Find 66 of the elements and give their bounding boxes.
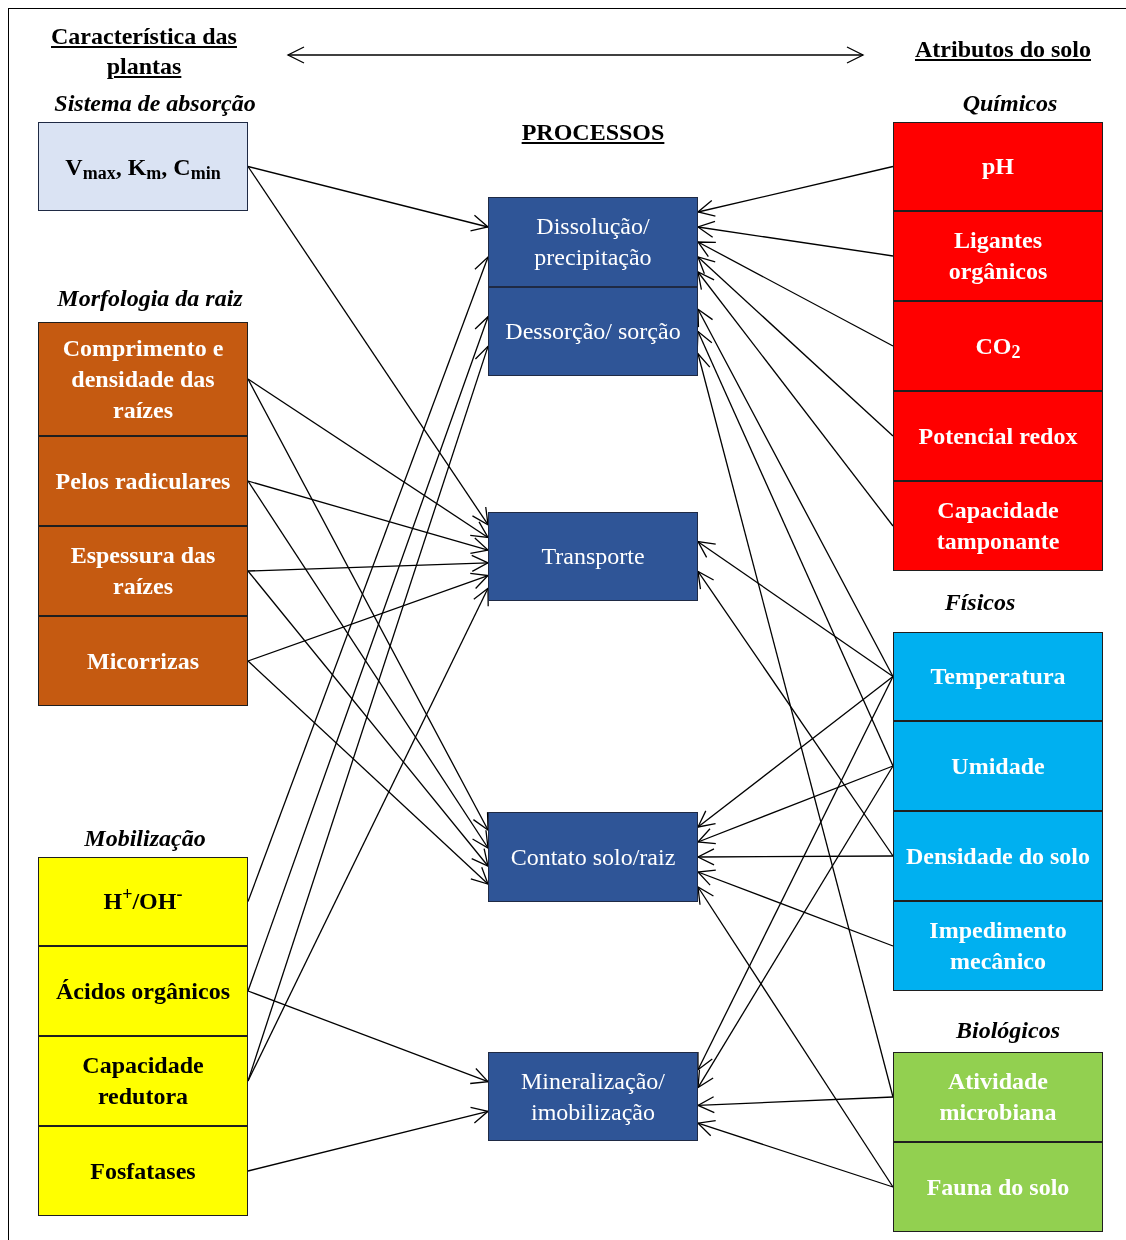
arrow <box>247 990 489 1085</box>
attribute-box: Ligantes orgânicos <box>893 211 1103 301</box>
process-box: Mineralização/ imobilização <box>488 1052 698 1141</box>
arrow <box>697 675 894 1071</box>
arrow <box>287 46 864 64</box>
process-box: Transporte <box>488 512 698 601</box>
attribute-box: Temperatura <box>893 632 1103 721</box>
arrow <box>247 480 489 555</box>
arrow <box>697 165 894 217</box>
attribute-box: Impedimento mecânico <box>893 901 1103 991</box>
group-heading: Mobilização <box>84 824 206 853</box>
attribute-box: Fauna do solo <box>893 1142 1103 1232</box>
arrow <box>247 165 489 526</box>
arrow <box>697 308 894 678</box>
arrow <box>247 378 489 539</box>
arrow <box>697 1119 894 1188</box>
arrow <box>697 869 894 947</box>
arrow <box>247 660 489 885</box>
attribute-box: Potencial redox <box>893 391 1103 481</box>
attribute-box: Capacidade tamponante <box>893 481 1103 571</box>
arrow <box>247 587 489 1082</box>
group-heading: PROCESSOS <box>521 118 665 147</box>
arrow <box>697 570 894 857</box>
arrow <box>697 886 894 1188</box>
arrow <box>697 541 894 678</box>
arrow <box>697 675 894 828</box>
process-box: Contato solo/raiz <box>488 812 698 902</box>
attribute-box: CO$_{2}$ <box>893 301 1103 391</box>
arrow <box>247 554 489 573</box>
arrow <box>697 241 894 347</box>
column-heading: Característica das plantas <box>30 20 258 82</box>
arrow <box>247 165 489 232</box>
attribute-box: Atividade microbiana <box>893 1052 1103 1142</box>
group-heading: Morfologia da raiz <box>57 284 243 313</box>
attribute-box: H$^{+}$/OH$^{-}$ <box>38 857 248 946</box>
group-heading: Físicos <box>944 588 1016 617</box>
attribute-box: Espessura das raízes <box>38 526 248 616</box>
attribute-box: Umidade <box>893 721 1103 811</box>
attribute-box: Pelos radiculares <box>38 436 248 526</box>
arrow <box>247 480 489 849</box>
column-heading: Atributos do solo <box>893 32 1113 66</box>
attribute-box: Fosfatases <box>38 1126 248 1216</box>
attribute-box: Capacidade redutora <box>38 1036 248 1126</box>
attribute-box: Micorrizas <box>38 616 248 706</box>
arrow <box>697 765 894 1089</box>
attribute-box: Comprimento e densidade das raízes <box>38 322 248 436</box>
group-heading: Químicos <box>962 89 1058 118</box>
arrow <box>697 220 894 257</box>
arrow <box>697 1096 894 1114</box>
attribute-box: Densidade do solo <box>893 811 1103 901</box>
arrow <box>247 572 489 662</box>
group-heading: Sistema de absorção <box>54 89 256 118</box>
attribute-box: Ácidos orgânicos <box>38 946 248 1036</box>
arrow <box>247 570 489 867</box>
process-box: Dessorção/ sorção <box>488 287 698 376</box>
attribute-box: pH <box>893 122 1103 211</box>
attribute-box: V$_{max}$, K$_{m}$, C$_{min}$ <box>38 122 248 211</box>
arrow <box>247 378 489 831</box>
arrow <box>247 1106 489 1172</box>
arrow <box>697 271 894 527</box>
group-heading: Biológicos <box>956 1016 1060 1045</box>
arrow <box>697 256 894 437</box>
process-box: Dissolução/ precipitação <box>488 197 698 287</box>
arrow <box>697 765 894 845</box>
arrow <box>696 330 894 767</box>
arrow <box>697 848 894 866</box>
